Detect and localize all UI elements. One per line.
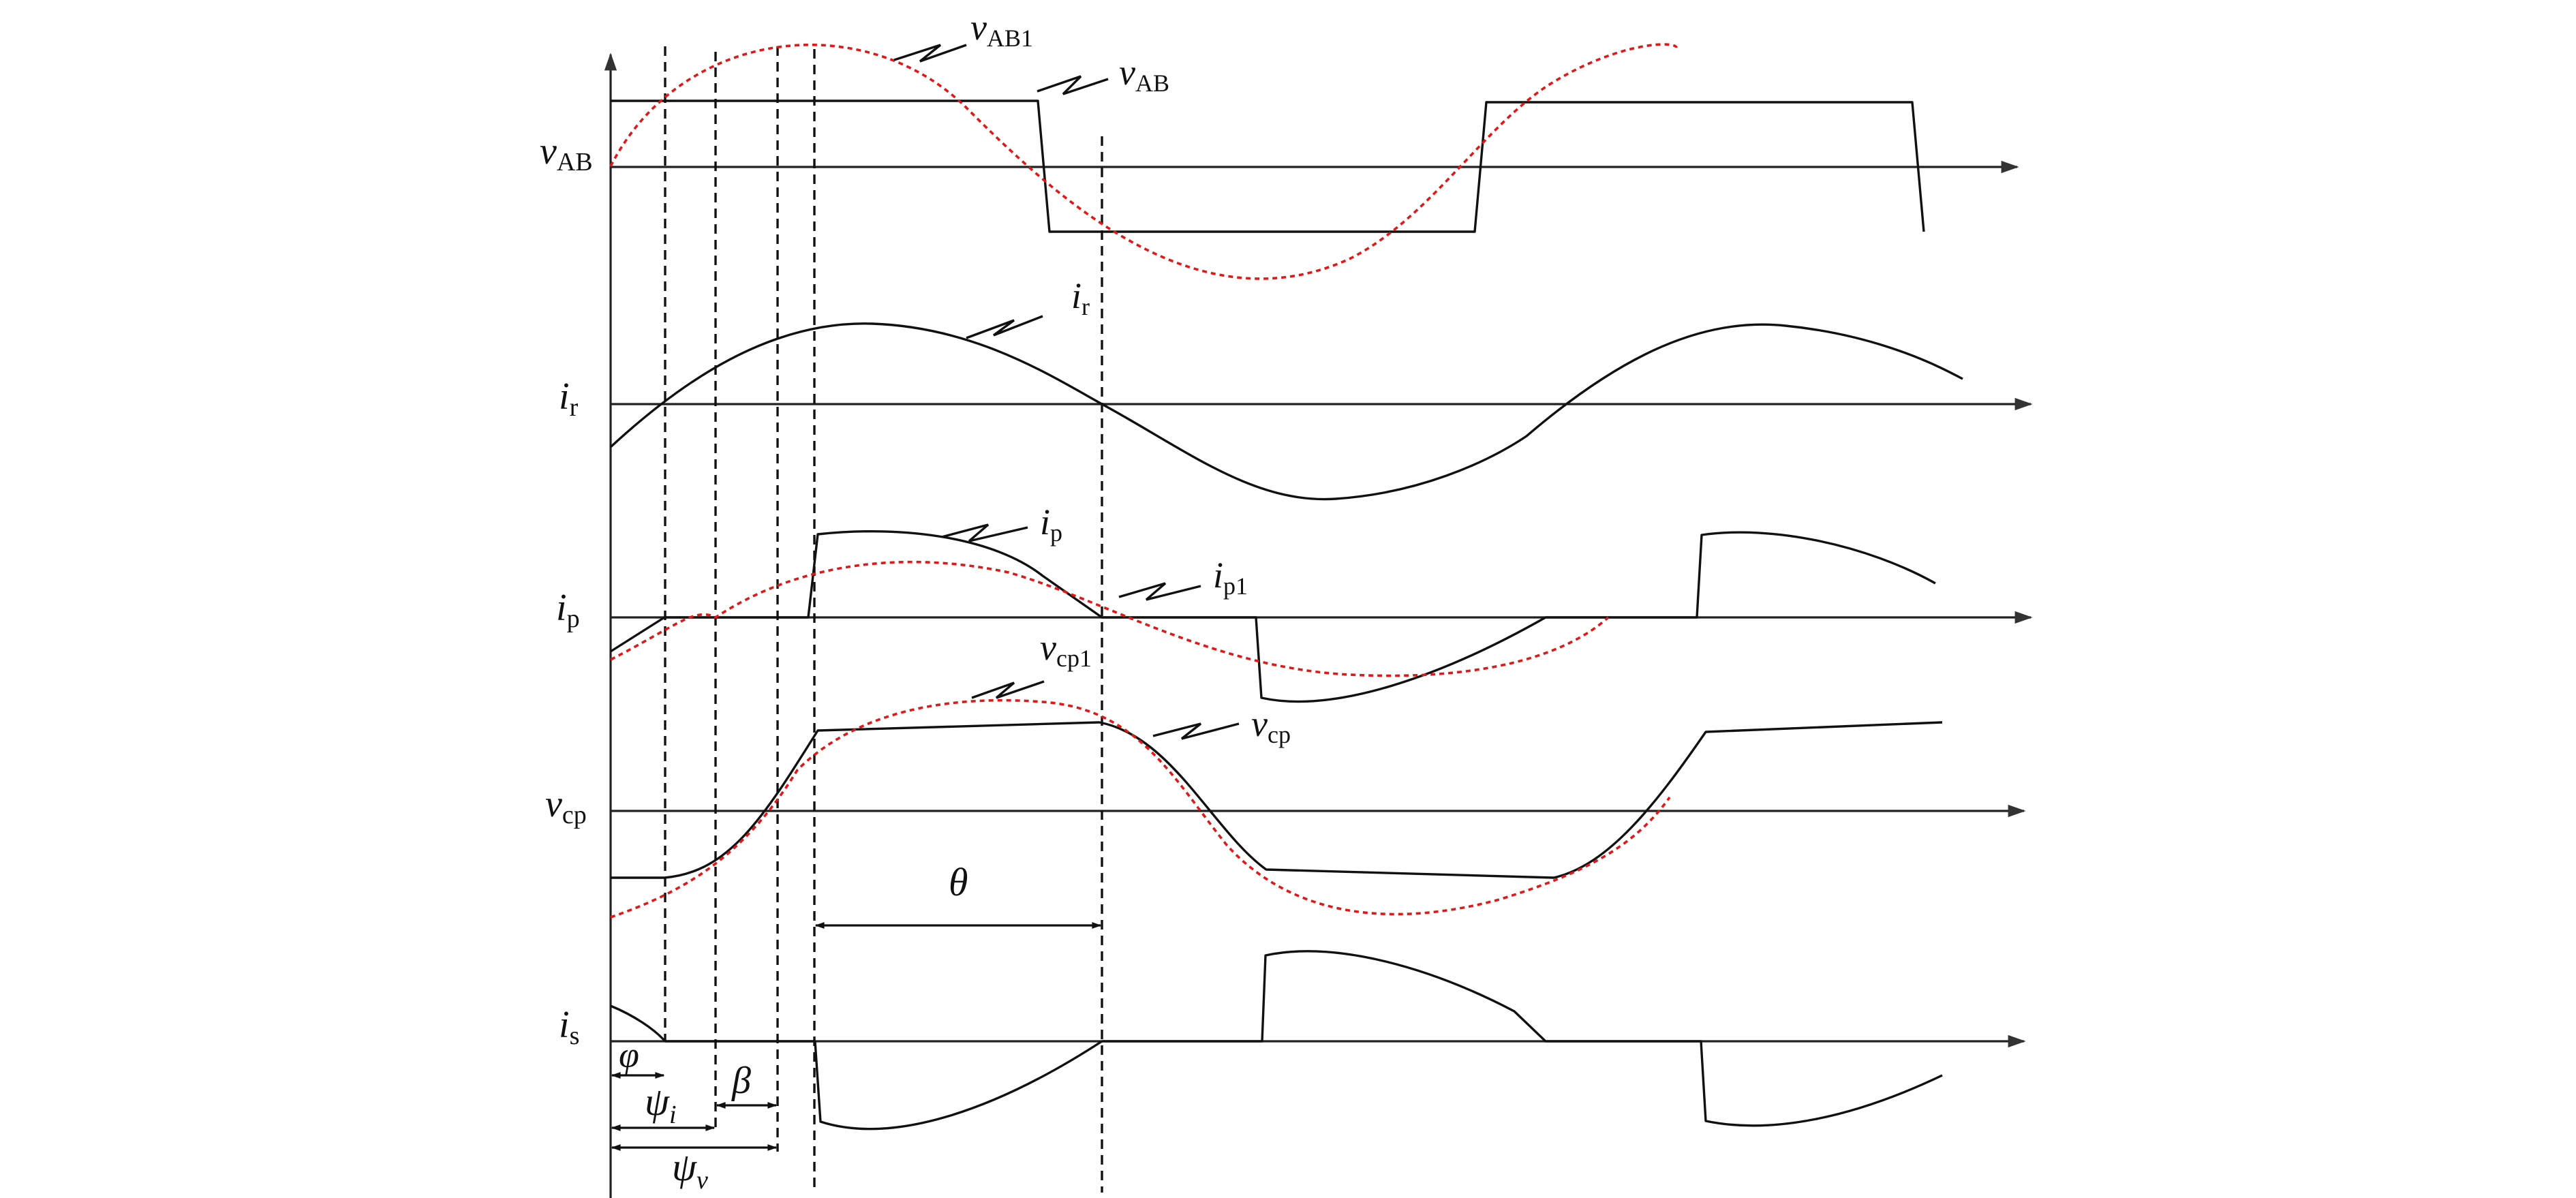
- vcp-waveform: [611, 721, 1943, 879]
- ip-row-label: ip: [556, 587, 580, 633]
- beta-label: β: [731, 1060, 751, 1102]
- vab1-callout-leader: [893, 44, 967, 63]
- theta-label: θ: [949, 860, 968, 904]
- vab-callout-label: vAB: [1119, 52, 1169, 97]
- is-waveform: [610, 950, 1943, 1131]
- ip-waveform: [610, 529, 1936, 703]
- ir-callout-leader: [966, 315, 1043, 339]
- ip1-callout-leader: [1118, 582, 1201, 601]
- vcp1-callout-label: vcp1: [1040, 627, 1092, 672]
- vcp-row-label: vcp: [545, 783, 587, 829]
- ir-waveform: [609, 322, 1963, 501]
- ir-row-label: ir: [559, 375, 579, 422]
- is-row-label: is: [559, 1004, 579, 1050]
- vab1-callout-label: vAB1: [970, 7, 1033, 52]
- psi-i-label: ψi: [645, 1079, 677, 1129]
- vab1-fundamental-curve: [609, 43, 1678, 280]
- phi-label: φ: [619, 1034, 639, 1075]
- vab-callout-leader: [1037, 75, 1109, 95]
- psi-v-label: ψv: [672, 1145, 708, 1195]
- vab-waveform: [611, 99, 1925, 233]
- ip1-callout-label: ip1: [1213, 555, 1248, 600]
- ip-callout-label: ip: [1040, 502, 1062, 547]
- vcp-callout-leader: [1152, 722, 1240, 740]
- ir-callout-label: ir: [1071, 275, 1090, 320]
- ip1-fundamental-curve: [610, 560, 1610, 677]
- vcp1-fundamental-curve: [610, 698, 1671, 919]
- vcp-callout-label: vcp: [1251, 703, 1291, 748]
- vab-row-label: vAB: [540, 130, 593, 176]
- ip-callout-leader: [941, 523, 1028, 542]
- vcp1-callout-leader: [971, 680, 1045, 699]
